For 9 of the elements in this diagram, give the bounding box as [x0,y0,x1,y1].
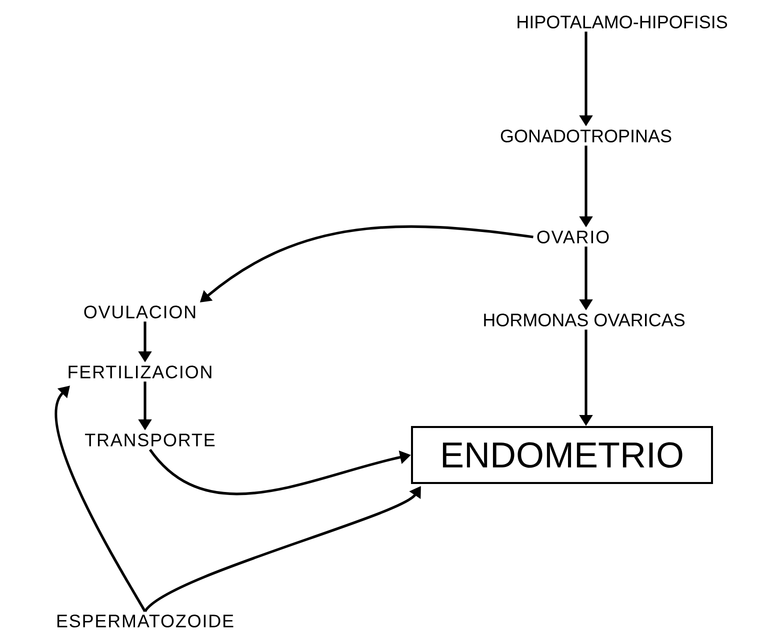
endometrium-box: ENDOMETRIO [411,426,713,484]
stage-label: HORMONAS OVARICAS [484,314,685,326]
stage-label: TRANSPORTE [85,434,215,446]
stage-label: GONADOTROPINAS [500,130,672,142]
stage-label: HIPOTALAMO-HIPOFISIS [518,16,728,28]
stage-label: ESPERMATOZOIDE [57,614,234,628]
stage-label: FERTILIZACION [68,366,212,378]
stage-label: OVARIO [537,230,609,244]
stage-label: OVULACION [84,306,196,318]
